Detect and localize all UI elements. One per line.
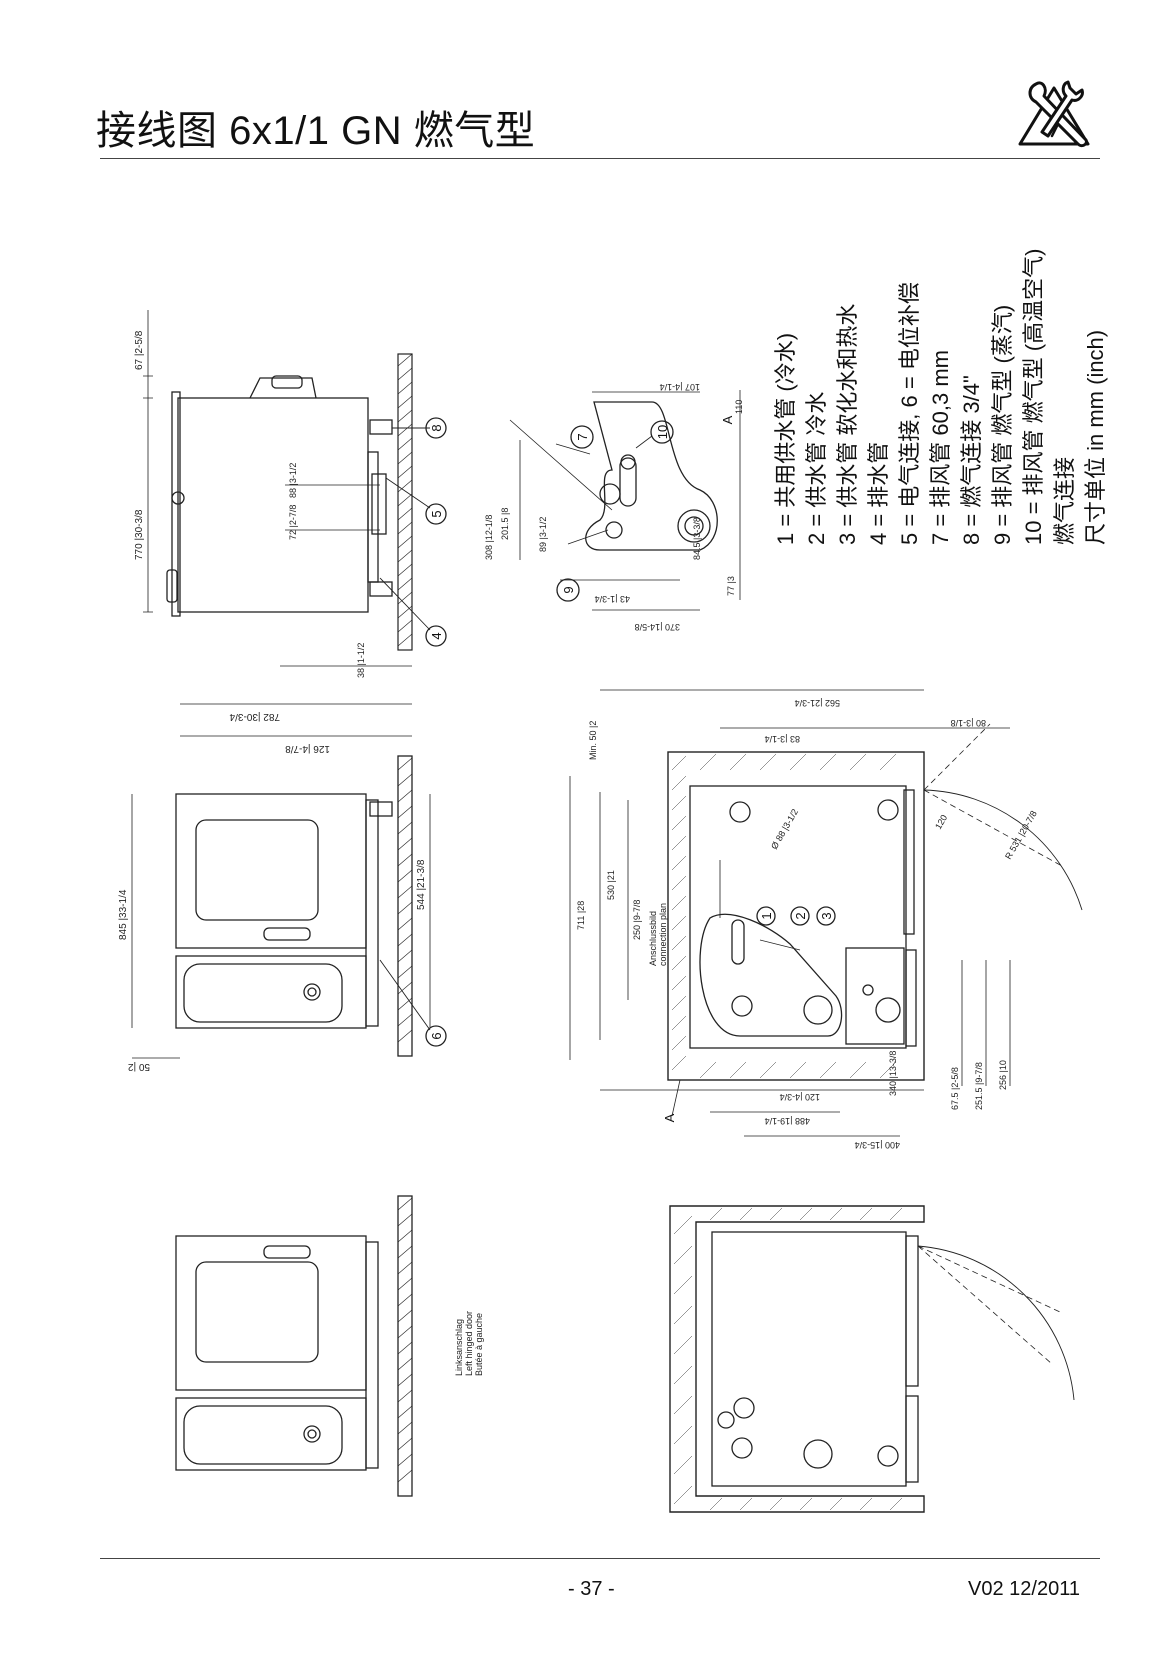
dim-label: 50 |2 [128, 1061, 150, 1072]
header-rule [100, 158, 1100, 159]
dim-label: 770 |30-3/8 [134, 509, 145, 560]
dim-label: 308 |12-1/8 [484, 515, 494, 560]
legend-item: 3 = 供水管 软化水和热水 [835, 303, 860, 545]
dim-label: Ø 88 |3-1/2 [769, 807, 800, 851]
dim-label: 80 |3-1/8 [951, 718, 986, 728]
dim-label: 544 |21-3/8 [416, 859, 427, 910]
callout-2: 2 [793, 912, 808, 919]
front-view-oven [175, 793, 367, 949]
dim-label: Min. 50 |2 [588, 721, 598, 760]
dim-label: 120 [933, 813, 949, 831]
connection-note: Anschlussbild [648, 911, 658, 966]
legend-item: 燃气连接 [1052, 456, 1077, 545]
dim-label: 201.5 |8 [500, 508, 510, 540]
dim-label: 562 |21-3/4 [795, 698, 840, 708]
callout-8: 8 [429, 424, 444, 431]
door-note: Butée à gauche [474, 1313, 484, 1376]
dim-label: 488 |19-1/4 [765, 1116, 810, 1126]
legend-item: 10 = 排风管 燃气型 (高温空气) [1021, 248, 1046, 545]
dim-label: 83 |3-1/4 [765, 734, 800, 744]
dim-label: 370 |14-5/8 [635, 622, 680, 632]
dim-label: 88 |3-1/2 [288, 463, 298, 498]
callout-3: 3 [819, 912, 834, 919]
door-note: Left hinged door [464, 1311, 474, 1376]
dim-label: 107 |4-1/4 [660, 382, 700, 392]
dim-label: 77 |3 [726, 576, 736, 596]
document-version: V02 12/2011 [968, 1578, 1080, 1600]
legend-item: 8 = 燃气连接 3/4" [959, 375, 984, 545]
dim-label: 400 |15-3/4 [855, 1140, 900, 1150]
section-marker-top: A [720, 415, 735, 424]
dim-label: 38 |1-1/2 [356, 643, 366, 678]
dim-label: 110 [734, 400, 744, 414]
tools-warning-icon [1018, 80, 1090, 148]
dim-label: 89 |3-1/2 [538, 517, 548, 552]
legend-item: 4 = 排水管 [866, 441, 891, 545]
section-marker-bottom: A [662, 1113, 677, 1122]
callout-4: 4 [429, 632, 444, 639]
legend-item: 7 = 排风管 60,3 mm [928, 349, 953, 545]
side-view-body [177, 397, 369, 613]
dim-label: 256 |10 [998, 1060, 1008, 1090]
dim-label: 711 |28 [576, 901, 586, 930]
plan-unit-outline [689, 785, 907, 1049]
dim-label: 530 |21 [606, 870, 616, 900]
dim-label: 845 |33-1/4 [118, 889, 129, 940]
legend-item: 1 = 共用供水管 (冷水) [773, 332, 798, 545]
dim-label: 84.5 |3-3/8 [692, 517, 702, 560]
dim-label: 126 |4-7/8 [285, 743, 330, 754]
callout-9: 9 [561, 586, 576, 593]
legend-item: 2 = 供水管 冷水 [804, 391, 829, 545]
legend-item: 尺寸单位 in mm (inch) [1083, 329, 1108, 545]
page-title: 接线图 6x1/1 GN 燃气型 [96, 109, 536, 153]
dim-label: 251.5 |9-7/8 [974, 1062, 984, 1110]
callout-7: 7 [575, 433, 590, 440]
dim-label: 67.5 |2-5/8 [950, 1067, 960, 1110]
legend-item: 5 = 电气连接, 6 = 电位补偿 [897, 282, 922, 545]
page-number: - 37 - [568, 1578, 615, 1600]
dim-label: 340 |13-3/8 [888, 1051, 898, 1096]
connection-note: connection plan [658, 903, 668, 966]
dim-label: 120 |4-3/4 [780, 1092, 820, 1102]
dim-label: 43 |1-3/4 [595, 594, 630, 604]
door-note: Linksanschlag [454, 1319, 464, 1376]
dim-label: 72 |2-7/8 [288, 505, 298, 540]
dim-label: 250 |9-7/8 [632, 900, 642, 940]
callout-10: 10 [655, 425, 670, 439]
dim-label: R 531 |20-7/8 [1003, 809, 1039, 861]
callout-1: 1 [759, 912, 774, 919]
legend-item: 9 = 排风管 燃气型 (蒸汽) [990, 304, 1015, 545]
callout-5: 5 [429, 510, 444, 517]
dim-label: 782 |30-3/4 [229, 711, 280, 722]
footer-rule [100, 1558, 1100, 1559]
dim-label: 67 |2-5/8 [134, 330, 145, 370]
callout-6: 6 [429, 1032, 444, 1039]
